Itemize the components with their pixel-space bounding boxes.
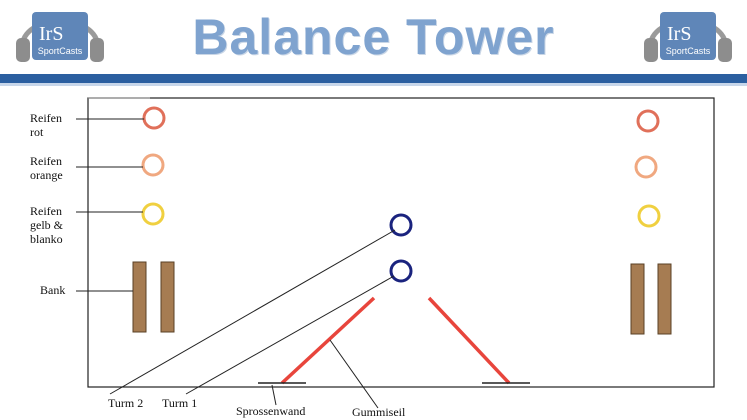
label-turm-1: Turm 1	[162, 396, 197, 410]
label-reifen-rot: Reifen rot	[30, 111, 65, 139]
label-reifen-orange: Reifen orange	[30, 154, 65, 182]
ring-yellow-left	[141, 202, 165, 226]
bench-left-2	[160, 261, 175, 333]
leader-turm-1	[185, 275, 395, 395]
bench-right-2	[657, 263, 672, 335]
rubber-band-right	[427, 296, 511, 385]
sportcasts-logo-right: IrS SportCasts	[640, 4, 736, 66]
header-bar	[0, 74, 747, 83]
header: IrS SportCasts Balance Tower IrS SportCa…	[0, 0, 747, 86]
leader-gummiseil	[329, 339, 379, 409]
leader-sprossenwand	[271, 384, 277, 406]
label-gummiseil: Gummiseil	[352, 405, 406, 419]
logo-text: IrS	[39, 23, 64, 45]
ring-red-right	[636, 109, 660, 133]
logo-subtext: SportCasts	[37, 46, 83, 56]
bench-right-1	[630, 263, 645, 335]
header-bar-shadow	[0, 83, 747, 86]
label-bank: Bank	[40, 283, 65, 297]
ring-orange-left	[141, 153, 165, 177]
sportcasts-logo-left: IrS SportCasts	[12, 4, 108, 66]
label-turm-2: Turm 2	[108, 396, 143, 410]
leader-turm-2	[109, 229, 396, 395]
ring-turm-2	[389, 213, 413, 237]
logo-subtext: SportCasts	[665, 46, 711, 56]
ring-turm-1	[389, 259, 413, 283]
hall-outline	[87, 97, 715, 388]
ring-red-left	[142, 106, 166, 130]
logo-tile	[32, 12, 88, 60]
logo-text: IrS	[667, 23, 692, 45]
logo-tile	[660, 12, 716, 60]
label-sprossenwand: Sprossenwand	[236, 404, 305, 418]
label-reifen-gelb: Reifen gelb & blanko	[30, 204, 66, 246]
rubber-band-left	[280, 296, 376, 385]
ring-orange-right	[634, 155, 658, 179]
bench-left-1	[132, 261, 147, 333]
page-title: Balance Tower	[192, 9, 555, 65]
ring-yellow-right	[637, 204, 661, 228]
